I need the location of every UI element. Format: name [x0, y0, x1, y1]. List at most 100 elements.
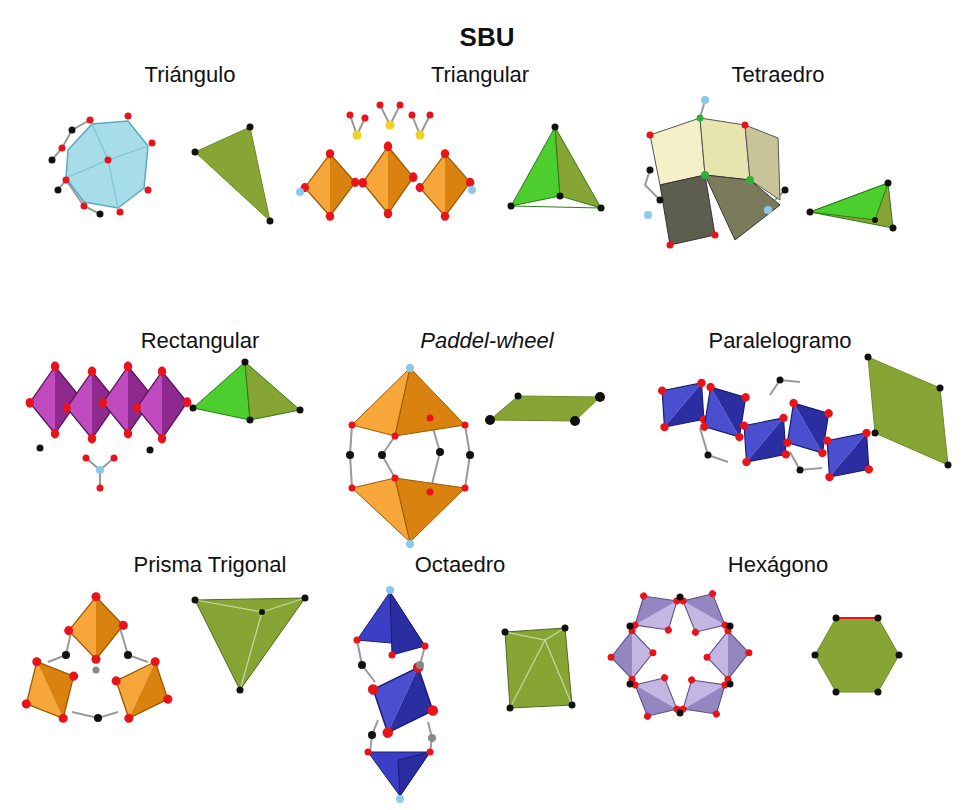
cluster-figure-part-part	[59, 145, 66, 152]
cluster-figure-part-part	[349, 422, 356, 429]
tetrahedron-shape-part	[508, 124, 605, 212]
cluster-figure-part-part	[427, 749, 434, 756]
cluster-figure-part-part	[378, 451, 386, 459]
cluster-figure-part-part	[627, 623, 634, 630]
cluster-figure-part-part	[727, 681, 734, 688]
cluster-figure-part	[37, 445, 154, 454]
cluster-figure-part-part	[93, 667, 100, 674]
trigonal-prism-shape-part	[195, 598, 305, 612]
cluster-figure	[346, 364, 474, 548]
cluster-figure-part-part	[409, 112, 416, 119]
cluster-figure-part	[644, 96, 772, 219]
cluster-figure-part	[353, 121, 425, 140]
cluster-figure-part	[83, 455, 118, 492]
cluster-figure-part-part	[147, 447, 154, 454]
cluster-figure-part-part	[667, 242, 674, 249]
pyramid-shape-part	[245, 362, 300, 420]
cluster-figure-part-part	[705, 452, 712, 459]
cluster-figure-part-part	[627, 681, 634, 688]
hexagon-shape-part-part	[812, 652, 819, 659]
cluster-figure-part-part	[97, 485, 104, 492]
octahedron-shape	[502, 625, 576, 712]
cluster-figure-part-part	[764, 206, 772, 214]
parallelogram-shape-part	[868, 357, 948, 465]
parallelogram-shape-part-part	[872, 430, 879, 437]
parallelogram-shape-part	[865, 354, 952, 469]
parallelogram-shape	[865, 354, 952, 469]
sbu-label: Rectangular	[141, 328, 260, 354]
cluster-figure	[296, 102, 476, 221]
square-shape-part	[485, 392, 605, 426]
cluster-figure-part-part	[62, 651, 70, 659]
cluster-figure-part-part	[111, 455, 118, 462]
cluster-figure-part-part	[386, 121, 395, 130]
cluster-figure-part	[705, 175, 780, 240]
cluster-figure-part-part	[353, 131, 362, 140]
cluster-figure-part-part	[427, 112, 434, 119]
cluster-figure-part-part	[69, 127, 76, 134]
cluster-figure-part	[98, 644, 186, 736]
cluster-figure-part	[49, 127, 104, 218]
hexagon-shape-part-part	[875, 615, 882, 622]
cluster-figure-part	[96, 466, 104, 474]
flat-triangle-shape	[807, 180, 897, 232]
parallelogram-shape-part-part	[937, 385, 944, 392]
octahedron-shape-part	[505, 628, 565, 640]
triangle-shape-part-part	[192, 149, 199, 156]
cluster-figure-part-part	[365, 749, 372, 756]
tetrahedron-shape-part-part	[557, 193, 564, 200]
cluster-figure-part-part	[657, 197, 664, 204]
cluster-figure-part	[354, 637, 434, 756]
cluster-figure-part-part	[462, 485, 469, 492]
cluster-figure-part-part	[358, 661, 366, 669]
cluster-figure-part	[62, 651, 132, 722]
trigonal-prism-shape-part-part	[192, 597, 199, 604]
cluster-figure-part	[627, 594, 734, 717]
pyramid-shape-part	[193, 362, 250, 420]
cluster-figure-part-part	[727, 623, 734, 630]
cluster-figure-part	[59, 113, 156, 216]
cluster-figure-part-part	[117, 209, 124, 216]
cluster-figure-part-part	[120, 628, 148, 662]
cluster-figure-part	[66, 160, 108, 178]
cluster-figure-part-part	[392, 475, 399, 482]
cluster-figure-part-part	[105, 157, 112, 164]
cluster-figure-part	[352, 647, 453, 753]
hexagon-shape-part-part	[833, 689, 840, 696]
tetrahedron-shape-part	[511, 206, 601, 208]
cluster-figure-part-part	[746, 176, 754, 184]
triangle-shape-part-part	[267, 218, 274, 225]
cluster-figure-part	[647, 167, 789, 204]
cluster-figure-part-part	[149, 140, 156, 147]
octahedron-shape-part-part	[507, 705, 514, 712]
cluster-figure-part	[390, 592, 425, 655]
cluster-figure-part-part	[777, 377, 784, 384]
trigonal-prism-shape-part-part	[302, 595, 309, 602]
trigonal-prism-shape-part	[192, 595, 309, 694]
square-shape-part-part	[515, 393, 522, 400]
trigonal-prism-shape	[192, 595, 309, 694]
cluster-figure-part-part	[392, 433, 399, 440]
cluster-figure-part	[650, 118, 705, 185]
cluster-figure-part-part	[677, 594, 684, 601]
cluster-figure-part-part	[647, 167, 654, 174]
cluster-figure-part-part	[427, 489, 434, 496]
hexagon-shape	[812, 615, 903, 696]
octahedron-shape-part	[510, 640, 572, 708]
cluster-figure-part	[697, 115, 755, 185]
flat-triangle-shape-part-part	[890, 225, 897, 232]
hexagon-shape-part-part	[833, 615, 840, 622]
pyramid-shape-part-part	[242, 359, 249, 366]
cluster-figure-part	[395, 478, 465, 542]
tetrahedron-shape-part	[511, 127, 560, 206]
triangle-shape-part-part	[247, 124, 254, 131]
cluster-figure-part	[64, 592, 128, 664]
cluster-figure-part	[398, 752, 430, 796]
cluster-figure	[352, 586, 453, 803]
cluster-figure-part	[358, 661, 376, 739]
cluster-figure-part	[668, 662, 740, 732]
trigonal-prism-shape-part	[195, 598, 305, 690]
cluster-figure-part-part	[81, 203, 88, 210]
